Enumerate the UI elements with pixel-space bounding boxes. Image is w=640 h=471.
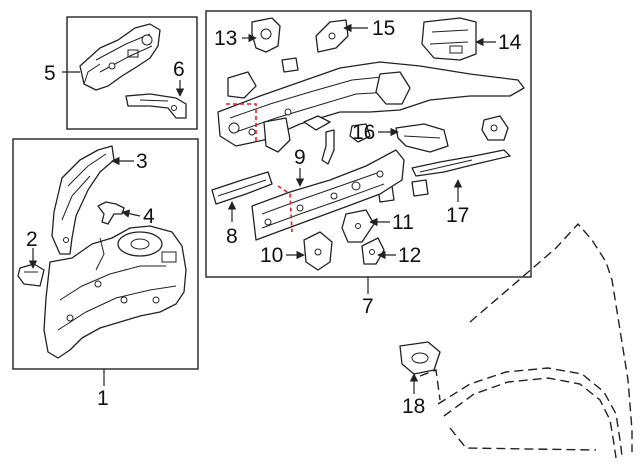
- group-box-5-6: [66, 16, 198, 130]
- callout-18: 18: [402, 395, 425, 418]
- callout-11: 11: [392, 211, 414, 234]
- callout-10: 10: [260, 244, 283, 267]
- part-16-bracket: [395, 123, 449, 153]
- callout-13: 13: [214, 27, 237, 50]
- part-4-clip: [97, 201, 125, 225]
- callout-5: 5: [44, 62, 56, 85]
- callout-17: 17: [446, 204, 469, 227]
- callout-14: 14: [498, 31, 522, 54]
- part-9-lower-rail: [251, 149, 405, 241]
- part-13-bracket: [251, 17, 281, 53]
- callout-2: 2: [26, 228, 38, 251]
- group-box-7: [205, 10, 532, 278]
- upper-frame-rail: [217, 57, 525, 153]
- callout-labels: 1 2 3 4 5 6 7 8 9 10 11 12 13 14 15 16 1…: [26, 17, 522, 418]
- callout-7: 7: [362, 295, 374, 318]
- part-6-bracket: [125, 93, 187, 119]
- group-box-1: [12, 138, 199, 370]
- callout-1: 1: [97, 387, 109, 410]
- part-14-panel: [421, 17, 477, 61]
- part-15-bracket: [315, 19, 349, 53]
- leader-lines: [28, 23, 496, 394]
- callout-16: 16: [352, 121, 375, 144]
- part-3-apron: [51, 145, 115, 255]
- part-1-wheelhouse: [43, 225, 187, 359]
- part-18-bracket: [399, 341, 441, 375]
- callout-15: 15: [372, 17, 395, 40]
- callout-3: 3: [136, 150, 148, 173]
- fender-outline: [419, 222, 633, 459]
- part-11-bracket: [341, 209, 375, 243]
- cut-lines: [226, 103, 293, 233]
- part-2-bracket: [17, 263, 45, 287]
- callout-12: 12: [398, 244, 421, 267]
- callout-6: 6: [173, 58, 185, 81]
- part-10-bracket: [303, 231, 333, 271]
- small-bracket-right: [481, 115, 509, 141]
- part-8-rail: [211, 171, 273, 205]
- callout-8: 8: [226, 225, 238, 248]
- callout-9: 9: [294, 146, 306, 169]
- part-5-bracket: [79, 23, 161, 91]
- callout-4: 4: [143, 205, 155, 228]
- part-17-rail: [411, 149, 511, 177]
- part-12-bracket: [361, 237, 385, 265]
